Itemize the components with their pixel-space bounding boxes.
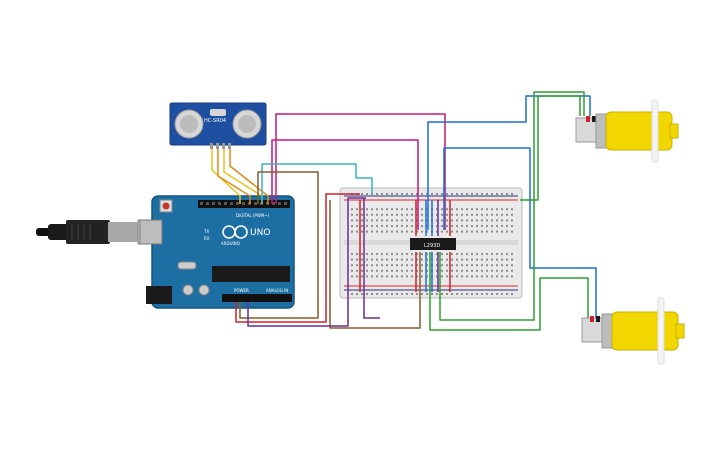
atmega-chip xyxy=(212,266,290,282)
wire-red-power xyxy=(235,193,360,323)
power-jack xyxy=(146,286,172,304)
wire-sensor-yellow xyxy=(211,149,241,204)
usb-cable[interactable] xyxy=(36,219,163,245)
rx-label: RX xyxy=(204,236,210,241)
ultrasonic-sensor[interactable]: HC-SR04 xyxy=(169,102,267,149)
driver-chip-label: L293D xyxy=(424,243,440,249)
wire-sensor-orange-2 xyxy=(229,149,269,204)
wire-green-top-2 xyxy=(520,95,581,201)
wire-cyan-sensor xyxy=(261,163,373,204)
sensor-label: HC-SR04 xyxy=(204,118,226,124)
motor-bottom[interactable] xyxy=(581,297,685,365)
power-label: POWER xyxy=(234,288,249,293)
wire-green-motor-top xyxy=(439,91,585,321)
wires xyxy=(211,91,597,331)
motor-top[interactable] xyxy=(575,99,679,163)
wire-brown-left xyxy=(239,171,319,319)
wire-blue-motor-bottom xyxy=(443,147,597,318)
l293d-driver-chip[interactable]: L293D xyxy=(410,238,456,250)
wheel-shaft-bottom xyxy=(657,297,665,365)
wheel-shaft-top xyxy=(651,99,659,163)
power-analog-header xyxy=(222,294,292,302)
wire-sensor-orange xyxy=(217,149,251,204)
wire-magenta-top xyxy=(275,113,446,230)
wire-purple-short xyxy=(363,198,380,319)
uno-logo-text: UNO xyxy=(250,228,270,238)
wire-purple-gnd xyxy=(247,197,366,327)
tx-label: TX xyxy=(203,229,209,234)
analog-label: ANALOG IN xyxy=(266,288,288,293)
arduino-uno-board[interactable]: DIGITAL (PWM~) UNO ARDUINO TX RX POWER A… xyxy=(139,195,295,309)
arduino-brand-text: ARDUINO xyxy=(221,241,240,246)
wire-brown-bottom xyxy=(329,200,421,329)
wire-green-motor-bottom xyxy=(429,252,589,331)
usb-port xyxy=(139,219,163,245)
digital-label: DIGITAL (PWM~) xyxy=(236,213,270,218)
wire-blue-motor-top xyxy=(427,95,591,230)
